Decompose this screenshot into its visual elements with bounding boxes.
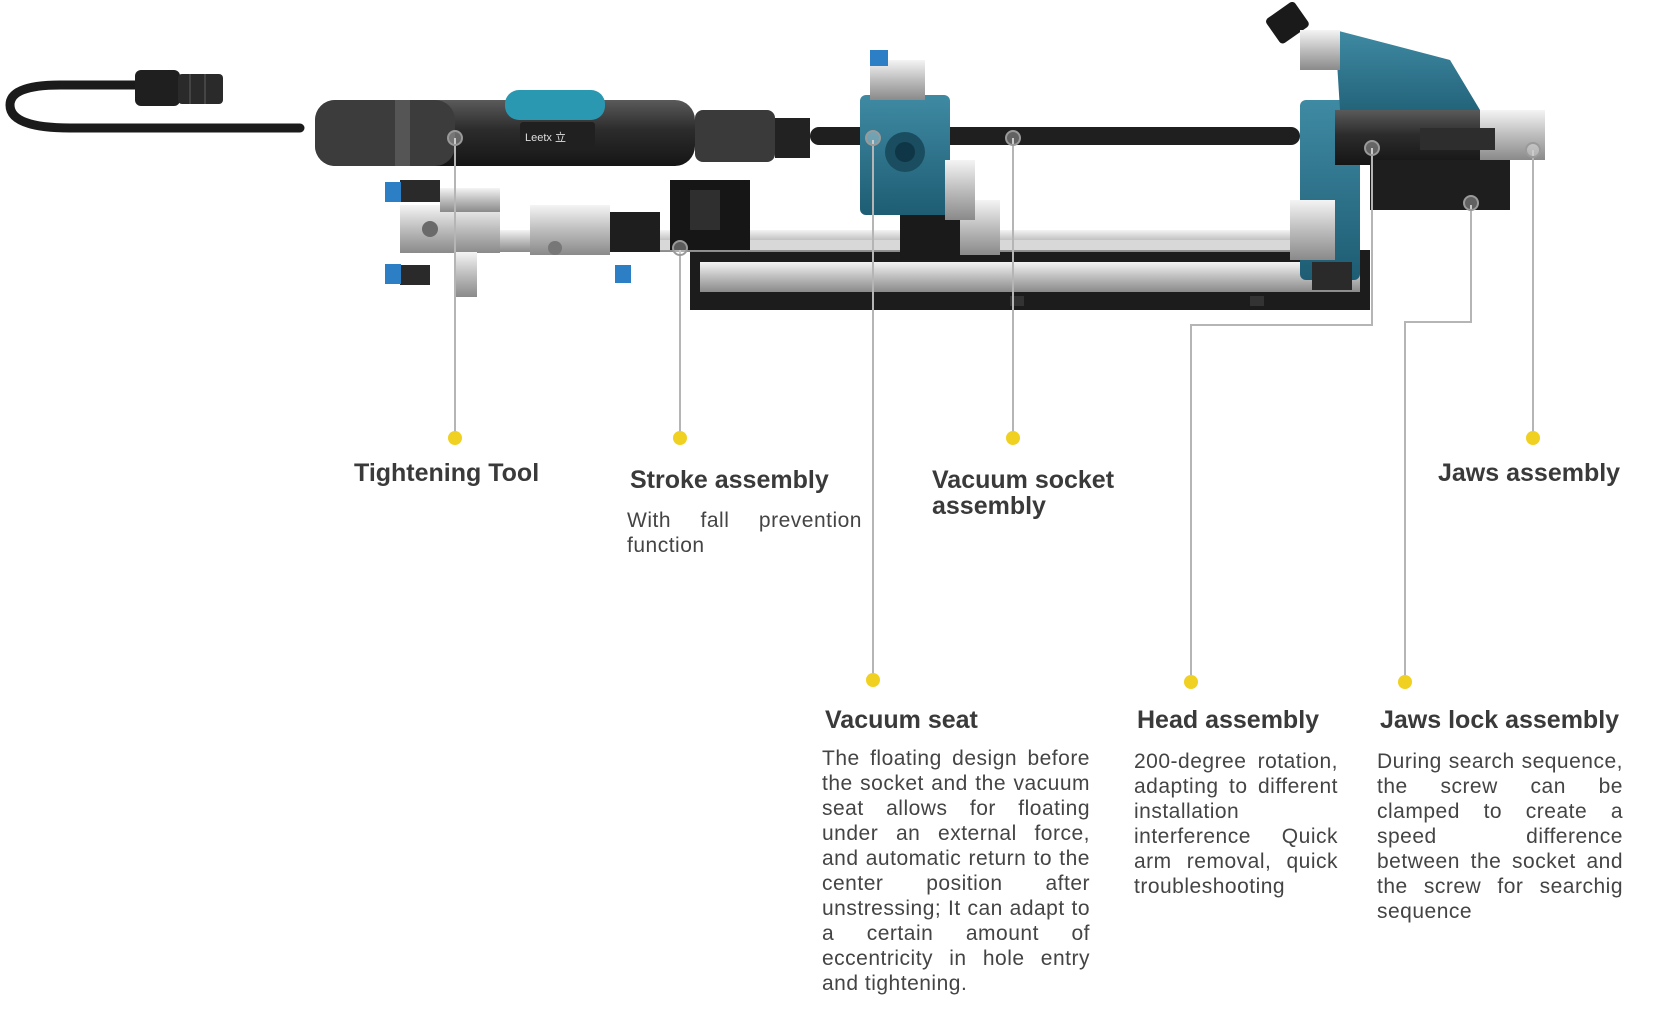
vacuum-socket-block bbox=[860, 50, 975, 220]
stroke-block bbox=[400, 180, 660, 297]
leader-lines bbox=[454, 138, 1534, 682]
desc-head-assembly: 200-degree rotation, adapting to differe… bbox=[1134, 750, 1338, 898]
tightening-tool-body: Leetx 立 bbox=[315, 90, 810, 166]
callout-dot bbox=[1398, 675, 1412, 689]
leader-rings bbox=[447, 130, 1541, 256]
jaws-block bbox=[1266, 1, 1545, 210]
brand-logo: Leetx 立 bbox=[525, 130, 566, 144]
label-vacuum-socket-assembly: Vacuum socket assembly bbox=[932, 466, 1115, 520]
desc-stroke-assembly: With fall prevention function bbox=[627, 509, 862, 557]
desc-jaws-lock-assembly: During search sequence, the screw can be… bbox=[1377, 750, 1623, 923]
callout-dot bbox=[448, 431, 462, 445]
label-vacuum-seat: Vacuum seat bbox=[825, 706, 978, 734]
callout-dots bbox=[448, 431, 1540, 689]
callout-dot bbox=[1526, 431, 1540, 445]
label-head-assembly: Head assembly bbox=[1137, 706, 1320, 734]
label-tightening-tool: Tightening Tool bbox=[354, 459, 540, 487]
air-fittings bbox=[385, 182, 631, 284]
power-cable bbox=[5, 80, 305, 133]
cable-connector bbox=[135, 70, 223, 106]
desc-vacuum-seat: The floating design before the socket an… bbox=[822, 747, 1090, 995]
callout-dot bbox=[866, 673, 880, 687]
label-jaws-assembly: Jaws assembly bbox=[1438, 459, 1621, 487]
callout-dot bbox=[673, 431, 687, 445]
label-jaws-lock-assembly: Jaws lock assembly bbox=[1380, 706, 1620, 734]
callout-dot bbox=[1006, 431, 1020, 445]
callout-dot bbox=[1184, 675, 1198, 689]
label-stroke-assembly: Stroke assembly bbox=[630, 466, 829, 494]
